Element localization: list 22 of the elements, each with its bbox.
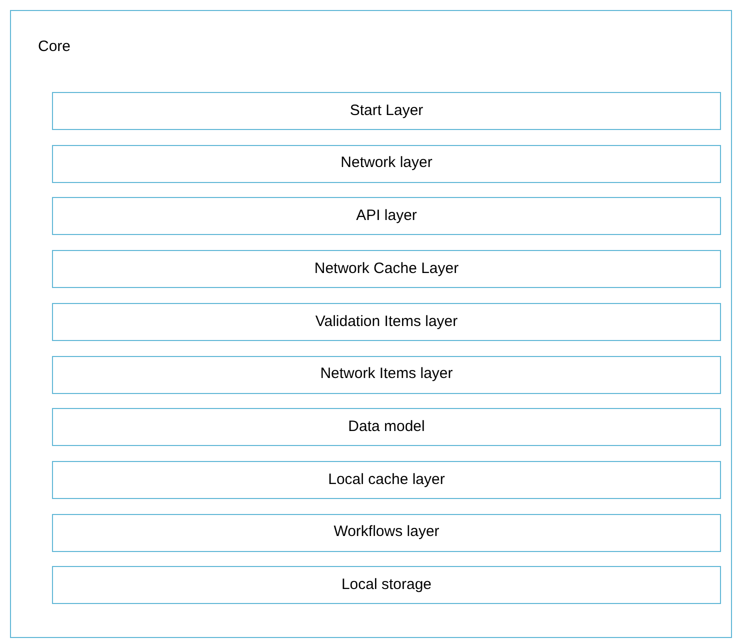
layer-label: Network layer	[340, 153, 432, 174]
layer-label: API layer	[356, 206, 417, 226]
layer-box	[52, 92, 721, 130]
layer-box	[52, 197, 721, 236]
layer-label: Data model	[348, 416, 425, 437]
layer-box	[52, 460, 721, 499]
layer-label: Network Cache Layer	[314, 258, 459, 279]
layer-label: Local cache layer	[328, 470, 445, 490]
layer-box	[52, 302, 721, 341]
layer-box	[52, 250, 721, 288]
container-title: Core	[38, 37, 71, 57]
layer-label: Local storage	[341, 575, 432, 596]
layer-box	[52, 514, 721, 552]
layer-box	[52, 356, 721, 394]
layer-box	[52, 566, 721, 604]
layer-box	[52, 144, 721, 183]
layer-label: Workflows layer	[334, 522, 440, 542]
layer-label: Network Items layer	[320, 364, 453, 384]
container-box	[10, 10, 732, 638]
layer-label: Validation Items layer	[315, 312, 458, 332]
layer-box	[52, 408, 721, 446]
layer-label: Start Layer	[350, 100, 424, 121]
